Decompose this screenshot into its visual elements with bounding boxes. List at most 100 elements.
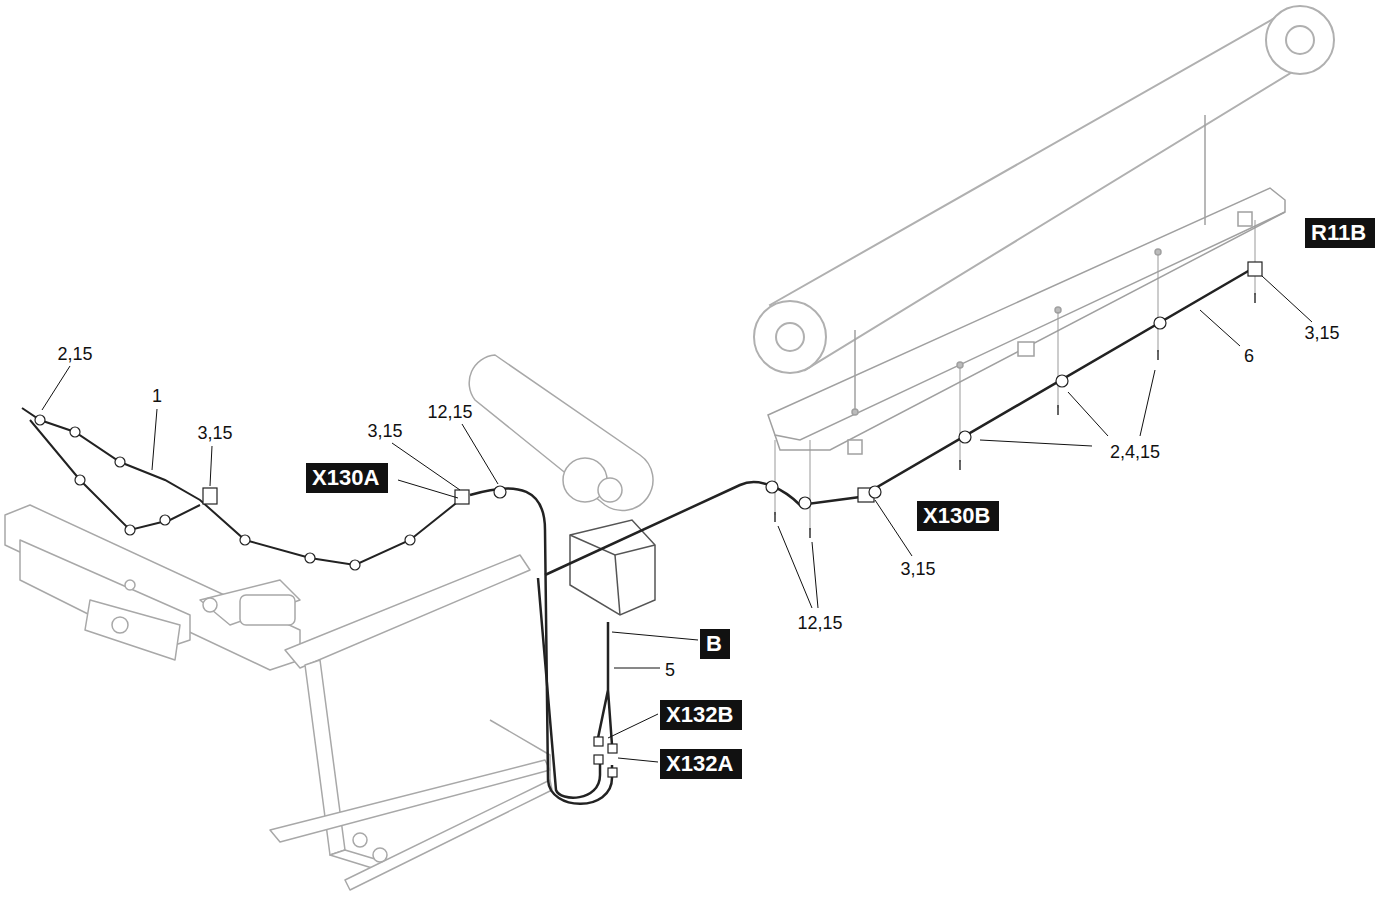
sensor-drops (775, 220, 1255, 530)
leader-lines-part (614, 668, 660, 669)
sensor-drops-part (1255, 220, 1256, 295)
frame-part (490, 720, 550, 780)
cable-clips-part (35, 415, 45, 425)
harness-part (598, 622, 612, 745)
cable-clips-part (869, 486, 881, 498)
cable-clips-part (494, 486, 506, 498)
frame-part (112, 617, 128, 633)
cable-clips-part (1248, 262, 1262, 276)
sensor-rail-part (1204, 115, 1206, 225)
connector-tag: X132B (660, 700, 742, 730)
cable-clips-part (799, 497, 811, 509)
junction-box-part (570, 520, 655, 615)
leader-lines-part (812, 542, 818, 608)
cable-clips-part (1154, 317, 1166, 329)
frame-part (240, 595, 295, 625)
tag-text: X130A (312, 467, 382, 489)
callout-number: 2,4,15 (1109, 443, 1161, 461)
callout-number: 5 (664, 661, 676, 679)
connector-tag: B (700, 629, 730, 659)
leader-lines-part (462, 424, 498, 484)
cable-clips-part (608, 768, 617, 777)
screws-part (1057, 405, 1059, 415)
frame-part (125, 580, 135, 590)
callout-number: 1 (151, 387, 163, 405)
callout-number: 12,15 (426, 403, 473, 421)
beam-part (1266, 6, 1334, 74)
cable-clips-part (594, 755, 603, 764)
leader-lines-part (392, 443, 460, 490)
callout-number: 3,15 (196, 424, 233, 442)
sensor-rail-part (775, 212, 1285, 450)
sensor-rail-part (1018, 342, 1034, 356)
harness-part (30, 420, 200, 530)
frame-part (5, 505, 300, 670)
tag-text: R11B (1311, 222, 1369, 244)
leader-lines-part (618, 758, 658, 762)
sensor-drops-part (1158, 255, 1159, 352)
callout-number: 2,15 (56, 345, 93, 363)
sensor-rail-part (854, 330, 856, 415)
cable-clips-part (959, 431, 971, 443)
callout-number: 6 (1243, 347, 1255, 365)
cable-clips-part (594, 737, 603, 746)
cable-clips-part (608, 744, 617, 753)
harness-part (22, 408, 460, 565)
cable-clips-part (115, 457, 125, 467)
cable-clips-part (766, 481, 778, 493)
tag-text: B (706, 633, 724, 655)
cable-clips-part (455, 490, 469, 504)
callout-number: 3,15 (899, 560, 936, 578)
callout-number: 12,15 (796, 614, 843, 632)
tank-part (598, 478, 622, 502)
sensor-drops-part (1058, 312, 1059, 408)
tank (469, 355, 653, 511)
cable-clips-part (305, 553, 315, 563)
leader-lines-part (1068, 392, 1108, 436)
connector-tag: X132A (660, 749, 742, 779)
screws-part (1157, 350, 1159, 360)
leader-lines-part (152, 409, 157, 470)
cable-clips-part (125, 525, 135, 535)
beam-part (776, 323, 804, 351)
tag-text: X132A (666, 753, 736, 775)
screws-part (809, 528, 811, 538)
beam-part (1286, 26, 1314, 54)
sensor-drops-part (810, 440, 811, 530)
callout-number: 3,15 (1303, 324, 1340, 342)
harness (22, 270, 1250, 804)
screws-part (1254, 293, 1256, 303)
frame-part (373, 848, 387, 862)
leader-lines (42, 276, 1312, 762)
frame-part (285, 555, 530, 668)
tag-text: X130B (923, 505, 993, 527)
screws (775, 293, 1255, 538)
leader-lines-part (608, 714, 658, 738)
sensor-rail-part (1238, 212, 1252, 226)
sensor-rail-part (852, 409, 858, 415)
tank-part (469, 355, 653, 511)
sensor-rail-part (957, 362, 963, 368)
frame-part (200, 580, 300, 625)
leader-lines-part (42, 366, 70, 410)
frame-part (345, 780, 552, 890)
connector-tag: X130A (306, 463, 388, 493)
cable-clips-part (160, 515, 170, 525)
frame (5, 505, 552, 890)
frame-part (85, 600, 180, 660)
sensor-rail-part (768, 188, 1285, 440)
leader-lines-part (612, 632, 698, 640)
screws-part (774, 512, 776, 522)
sensor-drops-part (775, 440, 776, 515)
harness-part (538, 578, 600, 798)
frame-part (203, 598, 217, 612)
cable-clips-part (203, 488, 217, 504)
connector-tag: X130B (917, 501, 999, 531)
cable-clips-part (350, 560, 360, 570)
leader-lines-part (1262, 276, 1312, 322)
cable-clips-part (405, 535, 415, 545)
frame-part (353, 833, 367, 847)
leader-lines-part (980, 440, 1092, 446)
cable-clips-part (75, 475, 85, 485)
